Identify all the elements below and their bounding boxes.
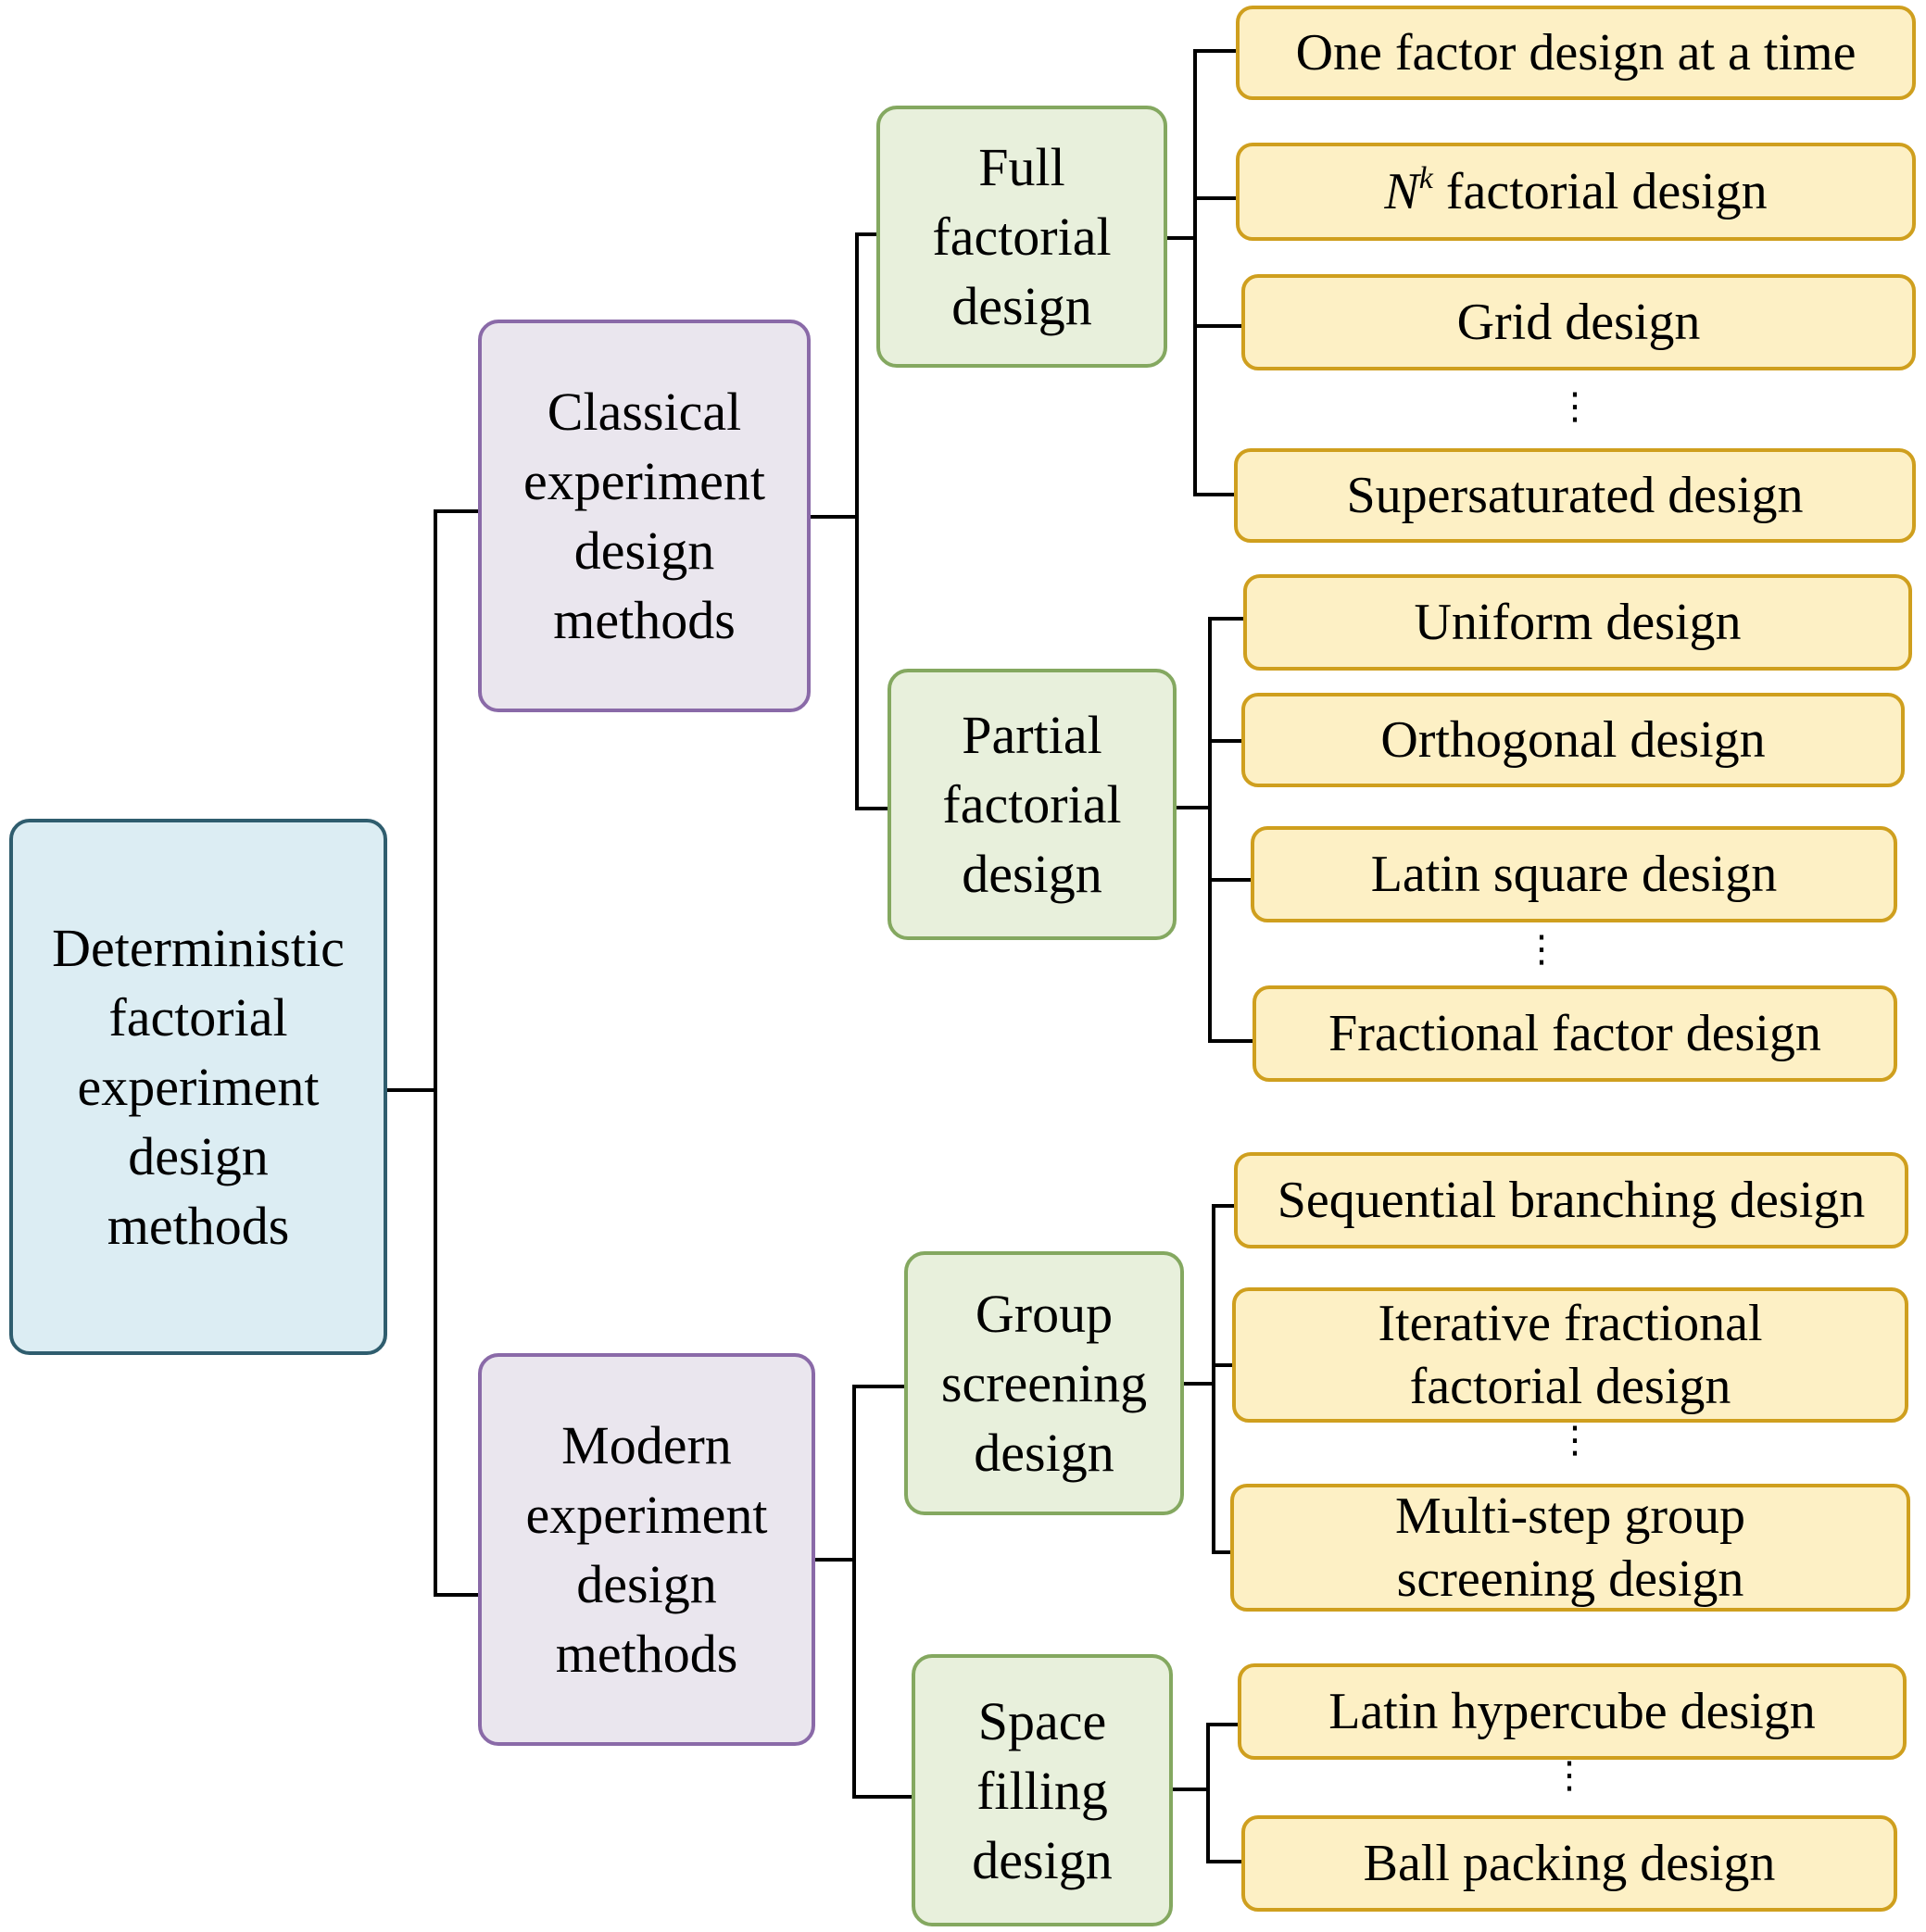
leaf-label: Sequential branching design <box>1277 1172 1866 1229</box>
nk-exponent: k <box>1418 161 1433 195</box>
leaf-label: screening design <box>1396 1550 1744 1608</box>
root-line: Deterministic <box>52 918 345 978</box>
classical-line: experiment <box>523 451 765 511</box>
classical-line: methods <box>553 590 736 650</box>
partial-line: factorial <box>942 774 1122 834</box>
full-line: Full <box>978 137 1065 197</box>
connector-full <box>1165 49 1245 496</box>
leaf-label: Grid design <box>1456 294 1701 351</box>
partial-factorial-node: Partial factorial design <box>887 669 1177 940</box>
leaf-label: Uniform design <box>1414 594 1742 651</box>
group-line: Group <box>975 1284 1114 1344</box>
connector-root <box>385 509 482 1597</box>
classical-line: design <box>573 521 715 581</box>
leaf-sequential-branching: Sequential branching design <box>1234 1152 1908 1248</box>
modern-methods-node: Modern experiment design methods <box>478 1353 815 1746</box>
space-line: Space <box>977 1690 1107 1751</box>
full-factorial-node: Full factorial design <box>876 106 1167 368</box>
modern-line: Modern <box>561 1415 732 1475</box>
leaf-label: Latin hypercube design <box>1328 1683 1816 1740</box>
partial-line: design <box>962 844 1102 904</box>
ellipsis-glyph: ⋮ <box>1556 1419 1593 1462</box>
space-line: design <box>972 1829 1113 1890</box>
modern-line: methods <box>555 1624 738 1684</box>
leaf-label: Supersaturated design <box>1346 467 1804 524</box>
classical-methods-node: Classical experiment design methods <box>478 320 811 712</box>
connector-classical <box>809 232 891 810</box>
leaf-orthogonal: Orthogonal design <box>1241 693 1905 787</box>
leaf-fractional-factor: Fractional factor design <box>1253 985 1897 1082</box>
ellipsis-glyph: ⋮ <box>1551 1754 1588 1797</box>
ellipsis-full: ⋮ <box>1556 385 1593 428</box>
group-line: screening <box>940 1353 1148 1413</box>
leaf-iterative-fractional-factorial: Iterative fractional factorial design <box>1232 1287 1908 1423</box>
leaf-label: factorial design <box>1409 1358 1731 1415</box>
leaf-label: Orthogonal design <box>1380 711 1766 769</box>
connector-partial <box>1175 617 1256 1043</box>
partial-line: Partial <box>962 705 1102 765</box>
connector-modern <box>813 1385 915 1799</box>
root-line: methods <box>107 1196 290 1256</box>
leaf-ball-packing: Ball packing design <box>1241 1815 1897 1912</box>
space-filling-node: Space filling design <box>912 1654 1173 1926</box>
classical-line: Classical <box>547 382 742 442</box>
leaf-label: Multi-step group <box>1395 1487 1745 1545</box>
leaf-latin-square: Latin square design <box>1251 826 1897 922</box>
leaf-label: Fractional factor design <box>1328 1005 1821 1062</box>
leaf-grid: Grid design <box>1241 274 1916 370</box>
ellipsis-glyph: ⋮ <box>1556 385 1593 428</box>
modern-line: design <box>576 1554 717 1614</box>
leaf-supersaturated: Supersaturated design <box>1234 448 1916 543</box>
nk-rest: factorial design <box>1432 163 1768 220</box>
leaf-nk-factorial: Nk factorial design <box>1236 143 1916 241</box>
connector-group <box>1182 1204 1238 1554</box>
group-line: design <box>974 1423 1114 1483</box>
leaf-label: Iterative fractional <box>1378 1295 1763 1352</box>
leaf-label: Ball packing design <box>1363 1835 1776 1892</box>
leaf-multi-step-group-screening: Multi-step group screening design <box>1230 1484 1910 1612</box>
root-line: factorial <box>108 987 288 1048</box>
group-screening-node: Group screening design <box>904 1251 1184 1515</box>
leaf-one-factor-at-a-time: One factor design at a time <box>1236 6 1916 100</box>
root-line: experiment <box>77 1057 320 1117</box>
full-line: design <box>951 276 1092 336</box>
connector-space <box>1171 1723 1245 1863</box>
modern-line: experiment <box>525 1485 768 1545</box>
leaf-label: Nk factorial design <box>1384 160 1767 223</box>
leaf-label: Latin square design <box>1370 846 1778 903</box>
ellipsis-glyph: ⋮ <box>1523 928 1560 971</box>
full-line: factorial <box>932 207 1112 267</box>
leaf-label: One factor design at a time <box>1295 24 1857 82</box>
nk-base: N <box>1384 163 1419 220</box>
ellipsis-space: ⋮ <box>1551 1754 1588 1797</box>
root-node: Deterministic factorial experiment desig… <box>9 819 387 1355</box>
space-line: filling <box>976 1760 1108 1821</box>
leaf-latin-hypercube: Latin hypercube design <box>1238 1663 1907 1760</box>
root-line: design <box>128 1126 269 1186</box>
leaf-uniform: Uniform design <box>1243 574 1912 671</box>
ellipsis-group: ⋮ <box>1556 1419 1593 1462</box>
ellipsis-partial: ⋮ <box>1523 928 1560 971</box>
